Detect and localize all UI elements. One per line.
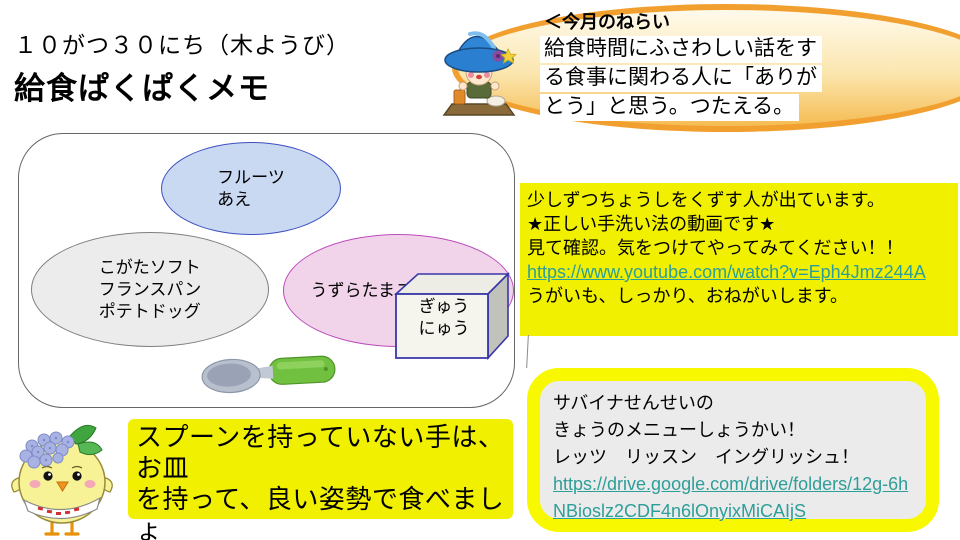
callout-connector-line: [526, 334, 529, 369]
handwash-line2: ★正しい手洗い法の動画です★: [527, 214, 776, 234]
goal-line-2: る食事に関わる人に「ありが: [540, 65, 822, 92]
english-line1: サバイナせんせいの: [553, 393, 714, 413]
goal-line-1: 給食時間にふさわしい話をす: [540, 36, 822, 63]
title-block: １０がつ３０にち（木ようび） 給食ぱくぱくメモ: [14, 26, 350, 108]
chick-icon: [4, 416, 124, 540]
youtube-link[interactable]: https://www.youtube.com/watch?v=Eph4Jmz2…: [527, 262, 926, 282]
milk-label: ぎゅう にゅう: [398, 296, 490, 340]
fruit-label-line1: フルーツ: [217, 167, 285, 187]
spoon-icon: [199, 350, 339, 396]
english-menu-note: サバイナせんせいの きょうのメニューしょうかい！ レッツ リッスン イングリッシ…: [527, 368, 939, 532]
bread-label-line1: こがたソフト: [98, 257, 201, 277]
milk-carton-cube-icon: ぎゅう にゅう: [392, 270, 512, 362]
date-heading: １０がつ３０にち（木ようび）: [14, 32, 350, 58]
spoon-tip-line1: スプーンを持っていない手は、お皿: [136, 422, 505, 483]
milk-label-line2: にゅう: [418, 319, 470, 338]
wizard-icon: [436, 22, 528, 118]
handwash-line1: 少しずつちょうしをくずす人が出ています。: [527, 190, 885, 210]
spoon-tip-line2: を持って、良い姿勢で食べましょ: [136, 484, 505, 540]
bread-label-line2: フランスパン: [98, 279, 202, 299]
handwash-line3: 見て確認。気をつけてやってみてください！！: [527, 238, 904, 258]
english-line3: レッツ リッスン イングリッシュ！: [553, 447, 859, 467]
handwash-note: 少しずつちょうしをくずす人が出ています。 ★正しい手洗い法の動画です★ 見て確認…: [520, 183, 958, 336]
goal-heading: ＜今月のねらい: [544, 12, 670, 32]
milk-label-line1: ぎゅう: [418, 297, 470, 316]
bread-label-line3: ポテトドッグ: [98, 301, 201, 321]
english-line2: きょうのメニューしょうかい！: [553, 420, 805, 440]
goal-line-3: とう」と思う。つたえる。: [540, 94, 800, 121]
spoon-tip-note: スプーンを持っていない手は、お皿 を持って、良い姿勢で食べましょ う！: [128, 419, 513, 540]
menu-item-bread: こがたソフト フランスパン ポテトドッグ: [31, 232, 269, 347]
handwash-line4: うがいも、しっかり、おねがいします。: [527, 286, 848, 306]
drive-link[interactable]: https://drive.google.com/drive/folders/1…: [553, 474, 909, 521]
menu-item-fruit: フルーツ あえ: [161, 142, 341, 235]
menu-panel: フルーツ あえ こがたソフト フランスパン ポテトドッグ うずらたまごのスープ …: [18, 133, 515, 408]
goal-text: ＜今月のねらい 給食時間にふさわしい話をす る食事に関わる人に「ありが とう」と…: [540, 8, 940, 123]
page-title: 給食ぱくぱくメモ: [14, 71, 270, 106]
fruit-label-line2: あえ: [217, 189, 252, 209]
